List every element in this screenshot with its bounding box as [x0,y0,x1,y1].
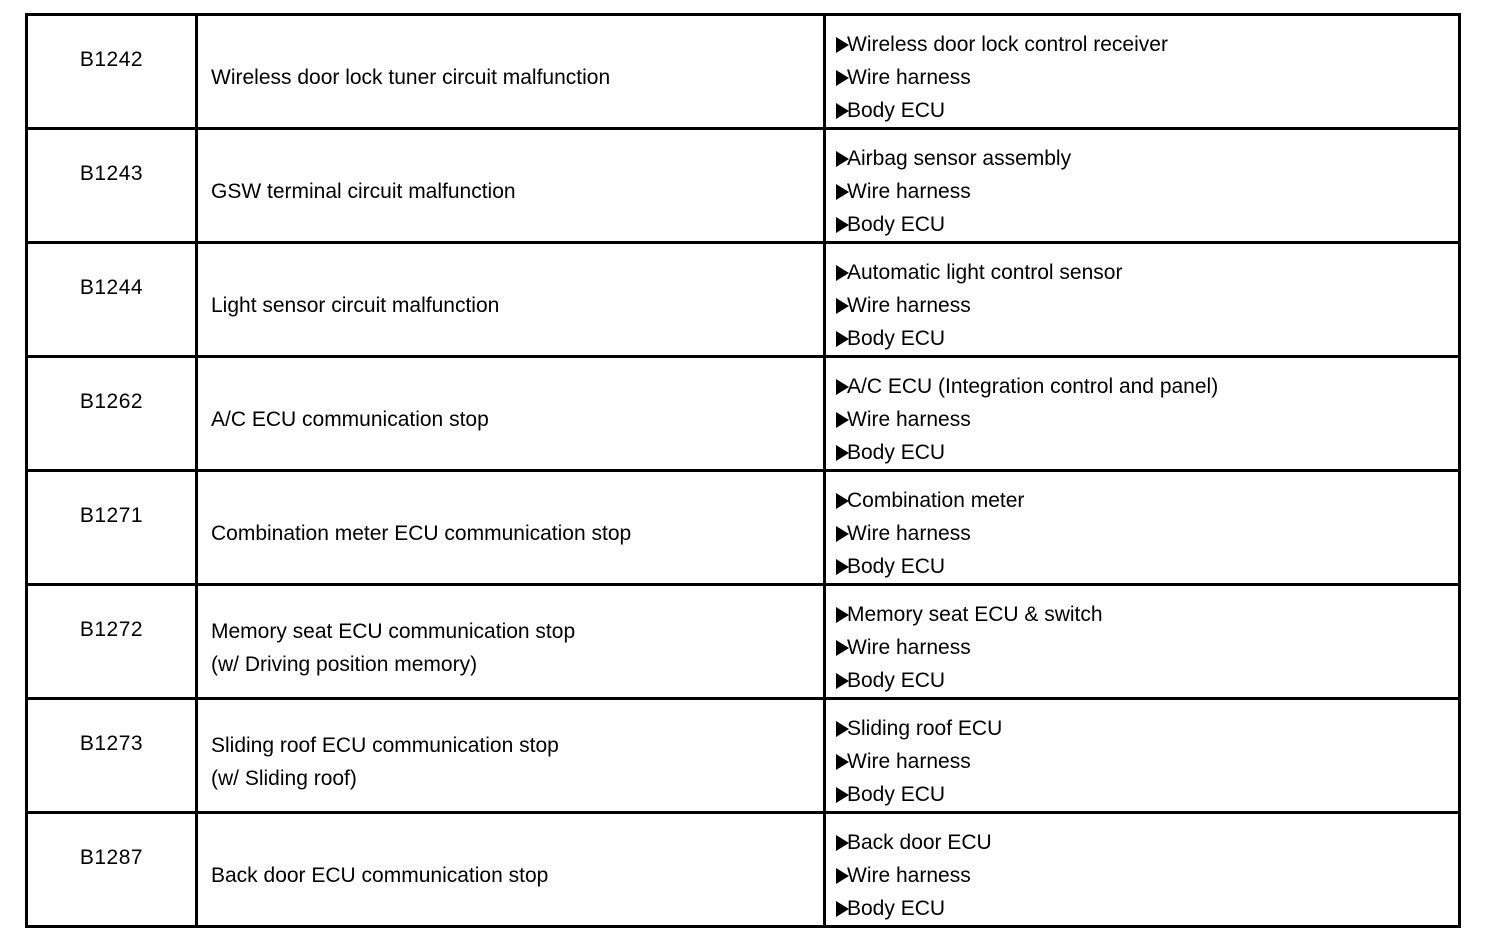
triangle-bullet-icon [836,867,849,884]
list-item: Wire harness [836,517,1452,550]
triangle-bullet-icon [836,150,849,167]
triangle-bullet-icon [836,102,849,119]
table-row: B1271 Combination meter ECU communicatio… [25,469,1461,586]
list-item: Airbag sensor assembly [836,142,1452,175]
table-row: B1272 Memory seat ECU communication stop… [25,583,1461,700]
table-row: B1287 Back door ECU communication stop B… [25,811,1461,928]
list-item: Wire harness [836,631,1452,664]
table-row: B1273 Sliding roof ECU communication sto… [25,697,1461,814]
suspect-areas: Airbag sensor assembly Wire harness Body… [823,127,1461,244]
description-line: Sliding roof ECU communication stop [211,733,559,757]
list-item: Combination meter [836,484,1452,517]
list-item: Memory seat ECU & switch [836,598,1452,631]
suspect-areas: Sliding roof ECU Wire harness Body ECU [823,697,1461,814]
list-item: A/C ECU (Integration control and panel) [836,370,1452,403]
description-line: Light sensor circuit malfunction [211,294,500,317]
description-line: (w/ Driving position memory) [211,652,478,676]
table-row: B1244 Light sensor circuit malfunction A… [25,241,1461,358]
triangle-bullet-icon [836,411,849,428]
triangle-bullet-icon [836,183,849,200]
triangle-bullet-icon [836,378,849,395]
suspect-areas: A/C ECU (Integration control and panel) … [823,355,1461,472]
dtc-description: Back door ECU communication stop [195,811,826,928]
triangle-bullet-icon [836,525,849,542]
list-item: Body ECU [836,322,1452,354]
list-item: Wire harness [836,859,1452,892]
description-line: Combination meter ECU communication stop [211,522,632,545]
list-item: Wireless door lock control receiver [836,28,1452,61]
triangle-bullet-icon [836,786,849,803]
dtc-description: Light sensor circuit malfunction [195,241,826,358]
triangle-bullet-icon [836,264,849,281]
dtc-description: Wireless door lock tuner circuit malfunc… [195,13,826,130]
dtc-table: B1242 Wireless door lock tuner circuit m… [25,13,1461,928]
list-item: Sliding roof ECU [836,712,1452,745]
dtc-description: Sliding roof ECU communication stop (w/ … [195,697,826,814]
description-line: Back door ECU communication stop [211,864,549,887]
suspect-areas: Combination meter Wire harness Body ECU [823,469,1461,586]
list-item: Wire harness [836,175,1452,208]
triangle-bullet-icon [836,720,849,737]
suspect-areas: Back door ECU Wire harness Body ECU [823,811,1461,928]
suspect-areas: Automatic light control sensor Wire harn… [823,241,1461,358]
description-line: Wireless door lock tuner circuit malfunc… [211,66,611,89]
table-row: B1243 GSW terminal circuit malfunction A… [25,127,1461,244]
list-item: Body ECU [836,208,1452,240]
dtc-code: B1242 [25,13,198,130]
list-item: Body ECU [836,550,1452,582]
table-row: B1262 A/C ECU communication stop A/C ECU… [25,355,1461,472]
description-line: Memory seat ECU communication stop [211,619,576,643]
list-item: Wire harness [836,403,1452,436]
dtc-code: B1273 [25,697,198,814]
description-line: A/C ECU communication stop [211,408,489,431]
triangle-bullet-icon [836,834,849,851]
dtc-description: A/C ECU communication stop [195,355,826,472]
dtc-description: Memory seat ECU communication stop (w/ D… [195,583,826,700]
triangle-bullet-icon [836,69,849,86]
triangle-bullet-icon [836,672,849,689]
dtc-code: B1244 [25,241,198,358]
triangle-bullet-icon [836,492,849,509]
triangle-bullet-icon [836,297,849,314]
dtc-code: B1271 [25,469,198,586]
dtc-description: Combination meter ECU communication stop [195,469,826,586]
triangle-bullet-icon [836,606,849,623]
list-item: Body ECU [836,892,1452,924]
triangle-bullet-icon [836,558,849,575]
list-item: Body ECU [836,778,1452,810]
triangle-bullet-icon [836,639,849,656]
list-item: Wire harness [836,61,1452,94]
list-item: Body ECU [836,436,1452,468]
description-line: GSW terminal circuit malfunction [211,180,516,203]
suspect-areas: Wireless door lock control receiver Wire… [823,13,1461,130]
triangle-bullet-icon [836,330,849,347]
dtc-code: B1243 [25,127,198,244]
dtc-code: B1272 [25,583,198,700]
list-item: Wire harness [836,745,1452,778]
dtc-code: B1262 [25,355,198,472]
list-item: Automatic light control sensor [836,256,1452,289]
triangle-bullet-icon [836,753,849,770]
triangle-bullet-icon [836,36,849,53]
list-item: Wire harness [836,289,1452,322]
dtc-code: B1287 [25,811,198,928]
list-item: Back door ECU [836,826,1452,859]
suspect-areas: Memory seat ECU & switch Wire harness Bo… [823,583,1461,700]
description-line: (w/ Sliding roof) [211,766,357,790]
list-item: Body ECU [836,664,1452,696]
triangle-bullet-icon [836,216,849,233]
table-row: B1242 Wireless door lock tuner circuit m… [25,13,1461,130]
triangle-bullet-icon [836,444,849,461]
list-item: Body ECU [836,94,1452,126]
dtc-description: GSW terminal circuit malfunction [195,127,826,244]
